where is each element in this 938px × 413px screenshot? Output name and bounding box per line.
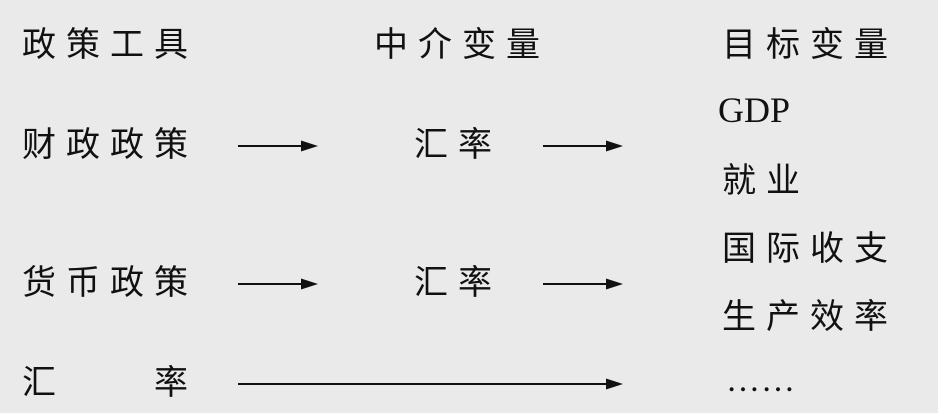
arrow-monetary-to-exchange-rate <box>238 278 318 290</box>
node-exchange-rate-tool-right: 率 <box>154 363 188 403</box>
arrow-exchange-rate-1-to-targets <box>543 140 623 152</box>
arrow-fiscal-to-exchange-rate <box>238 140 318 152</box>
target-gdp: GDP <box>718 90 791 130</box>
node-exchange-rate-2: 汇率 <box>414 263 502 303</box>
target-ellipsis: …… <box>726 362 796 399</box>
header-target-variable: 目标变量 <box>722 25 898 65</box>
node-fiscal-policy: 财政政策 <box>22 125 198 165</box>
node-monetary-policy: 货币政策 <box>22 263 198 303</box>
header-policy-tools: 政策工具 <box>22 25 198 65</box>
node-exchange-rate-tool-left: 汇 <box>22 363 56 403</box>
arrow-exchange-rate-2-to-targets <box>543 278 623 290</box>
node-exchange-rate-1: 汇率 <box>414 125 502 165</box>
header-intermediate-variable: 中介变量 <box>374 25 550 65</box>
target-productivity: 生产效率 <box>722 297 898 337</box>
target-balance-of-payments: 国际收支 <box>722 229 898 269</box>
target-employment: 就业 <box>722 161 810 201</box>
arrow-exchange-rate-tool-to-targets <box>238 378 623 390</box>
